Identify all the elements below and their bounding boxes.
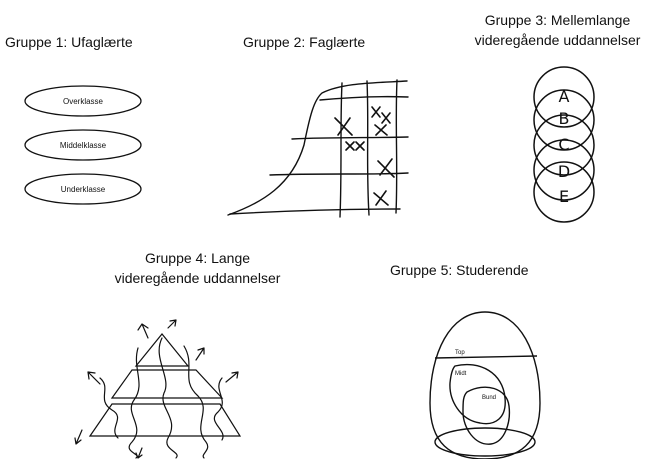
pyramid-bottom — [88, 403, 242, 437]
group-3-diagram: A B C D E — [520, 65, 610, 225]
group-3-title-line-1: Gruppe 3: Mellemlange — [484, 12, 631, 28]
bund-label: Bund — [482, 395, 496, 401]
top-divider — [434, 355, 538, 359]
group-1-title-line-1: Gruppe 1: Ufaglærte — [5, 34, 133, 50]
scribble-line — [158, 337, 178, 459]
egg-outline — [429, 311, 541, 459]
label-c: C — [558, 135, 569, 154]
scribble-line — [128, 347, 140, 459]
grid-line — [291, 136, 409, 140]
overklasse-ellipse — [24, 85, 142, 117]
group-1-diagram: Overklasse Middelklasse Underklasse — [20, 82, 150, 212]
bottom-ellipse — [434, 427, 536, 457]
cross-marks — [334, 106, 395, 206]
grid-line — [366, 80, 370, 216]
grid-line — [395, 79, 398, 214]
group-5-diagram: Top Midt Bund — [425, 308, 545, 459]
group-4-title-line-2: videregående uddannelser — [114, 270, 281, 286]
pyramid-middle — [110, 369, 224, 399]
group-4-title: Gruppe 4: Lange videregående uddannelser — [95, 248, 300, 288]
label-b: B — [559, 109, 570, 128]
middelklasse-label: Middelklasse — [60, 141, 107, 150]
group-5-title: Gruppe 5: Studerende — [390, 260, 529, 280]
skill-base-line — [229, 208, 401, 215]
skill-curve-outline — [227, 80, 408, 216]
underklasse-label: Underklasse — [61, 185, 106, 194]
scribble-line — [183, 345, 209, 459]
grid-line — [269, 172, 409, 176]
top-label: Top — [455, 350, 465, 356]
overklasse-label: Overklasse — [63, 97, 104, 106]
group-1-title: Gruppe 1: Ufaglærte — [5, 32, 133, 52]
grid-line — [319, 95, 409, 101]
group-4-diagram — [72, 318, 252, 459]
bund-shape — [462, 386, 511, 445]
label-e: E — [559, 187, 569, 206]
label-a: A — [559, 87, 570, 106]
group-2-title-line-1: Gruppe 2: Faglærte — [243, 34, 366, 50]
label-d: D — [558, 162, 570, 181]
group-3-title: Gruppe 3: Mellemlange videregående uddan… — [455, 10, 659, 50]
circle-e — [533, 161, 595, 223]
group-2-title: Gruppe 2: Faglærte — [243, 32, 365, 52]
underklasse-ellipse — [24, 173, 142, 205]
group-3-title-line-2: videregående uddannelser — [474, 32, 641, 48]
group-2-diagram — [222, 75, 412, 220]
circle-b — [533, 89, 595, 151]
group-5-title-line-1: Gruppe 5: Studerende — [390, 262, 529, 278]
midt-shape — [449, 363, 506, 425]
arrow-marks — [74, 319, 239, 459]
circle-d — [533, 139, 595, 201]
scribble-line — [213, 377, 224, 441]
group-4-title-line-1: Gruppe 4: Lange — [144, 250, 251, 266]
grid-line — [339, 82, 343, 218]
circle-c — [533, 114, 595, 176]
midt-label: Midt — [455, 371, 467, 377]
scribble-line — [99, 377, 119, 439]
circle-a — [533, 66, 595, 128]
middelklasse-ellipse — [24, 129, 142, 161]
